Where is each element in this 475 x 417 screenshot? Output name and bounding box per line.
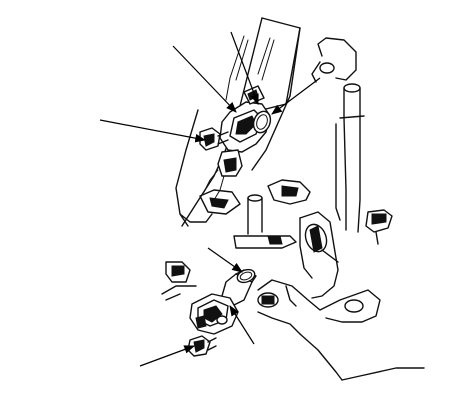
callout-lower-sensor-bolt [139, 345, 196, 367]
callout-upper-sensor-bolt [99, 119, 207, 143]
callout-arrows [99, 31, 321, 367]
callout-lower-sensor-body [229, 305, 255, 345]
engine-block [161, 17, 425, 381]
lower-sensor-assembly [187, 268, 257, 357]
callout-upper-sensor-top-b [230, 31, 259, 106]
callout-upper-sensor-top-a [172, 45, 237, 113]
callout-lower-sensor-o-ring [207, 247, 243, 273]
callout-upper-sensor-o-ring [271, 77, 321, 115]
upper-sensor-assembly [199, 85, 272, 201]
